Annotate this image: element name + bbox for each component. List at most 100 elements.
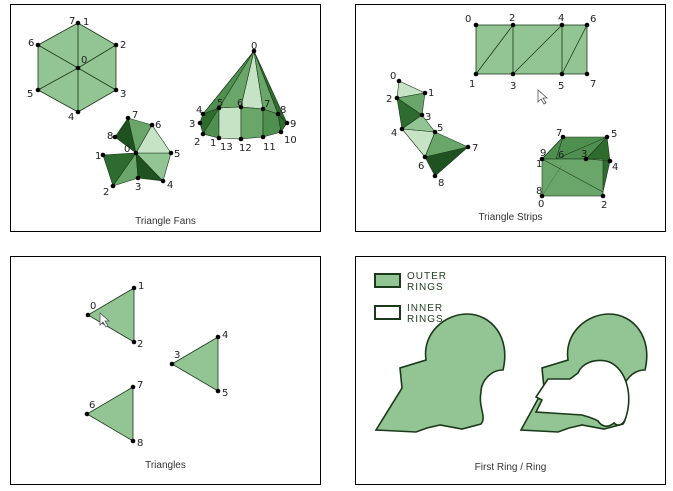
svg-text:2: 2 <box>386 94 392 105</box>
svg-text:7: 7 <box>137 380 143 391</box>
legend-outer-rings: OUTER RINGS <box>374 271 447 293</box>
svg-text:5: 5 <box>174 149 180 160</box>
svg-text:2: 2 <box>601 200 607 211</box>
svg-text:9: 9 <box>290 119 296 130</box>
svg-text:7: 7 <box>132 110 138 121</box>
svg-text:9: 9 <box>540 148 546 159</box>
svg-text:1: 1 <box>138 281 144 292</box>
svg-text:8: 8 <box>137 438 143 449</box>
cone-fan <box>197 48 290 142</box>
ring-with-hole <box>519 313 648 433</box>
svg-text:7: 7 <box>264 99 270 110</box>
svg-text:7: 7 <box>69 16 75 27</box>
svg-text:5: 5 <box>222 388 228 399</box>
svg-text:2: 2 <box>103 187 109 198</box>
svg-text:1: 1 <box>95 151 101 162</box>
svg-text:8: 8 <box>107 131 113 142</box>
caption-triangle-strips: Triangle Strips <box>478 212 543 223</box>
svg-text:0: 0 <box>90 301 96 312</box>
svg-text:7: 7 <box>590 79 596 90</box>
pentagon-fan <box>100 115 174 189</box>
svg-text:4: 4 <box>612 162 618 173</box>
box-strip <box>539 134 613 199</box>
panel-triangle-fans: 0 1 2 3 4 5 6 7 0 1 2 <box>10 4 321 232</box>
svg-text:0: 0 <box>390 71 396 82</box>
svg-text:3: 3 <box>135 182 141 193</box>
mouse-cursor-icon <box>99 312 111 328</box>
svg-text:3: 3 <box>581 149 587 160</box>
svg-text:12: 12 <box>239 143 252 154</box>
svg-text:1: 1 <box>469 79 475 90</box>
triangle-b <box>169 334 221 394</box>
caption-rings: First Ring / Ring <box>474 462 547 473</box>
panel-triangles: 0 1 2 3 4 5 6 7 8 Triangles <box>10 256 321 485</box>
svg-text:5: 5 <box>27 89 33 100</box>
svg-text:OUTER: OUTER <box>407 271 447 282</box>
svg-text:INNER: INNER <box>407 303 443 314</box>
svg-text:4: 4 <box>391 128 397 139</box>
svg-text:3: 3 <box>189 119 195 130</box>
svg-text:0: 0 <box>81 55 87 66</box>
svg-text:7: 7 <box>472 143 478 154</box>
triangle-strips-diagram: 0 1 2 3 4 5 6 7 <box>386 13 618 211</box>
svg-text:2: 2 <box>120 40 126 51</box>
cone-labels: 0 1 2 3 4 5 6 7 8 9 10 11 12 13 <box>189 41 297 154</box>
svg-text:3: 3 <box>510 81 516 92</box>
hexagon-labels: 0 1 2 3 4 5 6 7 <box>27 16 126 123</box>
rect-strip <box>473 22 590 77</box>
caption-triangle-fans: Triangle Fans <box>135 216 196 227</box>
triangle-fans-diagram: 0 1 2 3 4 5 6 7 0 1 2 <box>27 16 297 198</box>
svg-text:5: 5 <box>217 98 223 109</box>
svg-text:RINGS: RINGS <box>407 282 444 293</box>
svg-text:2: 2 <box>194 137 200 148</box>
hexagon-fan <box>35 20 119 115</box>
legend-inner-rings: INNER RINGS <box>374 303 444 325</box>
svg-text:1: 1 <box>210 138 216 149</box>
svg-text:0: 0 <box>465 14 471 25</box>
pentagon-labels: 0 1 2 3 4 5 6 7 8 <box>95 110 180 198</box>
svg-text:10: 10 <box>284 135 297 146</box>
svg-text:6: 6 <box>155 120 161 131</box>
panel-triangle-strips: 0 1 2 3 4 5 6 7 <box>355 4 666 232</box>
svg-text:RINGS: RINGS <box>407 314 444 325</box>
rect-strip-labels: 0 1 2 3 4 5 6 7 <box>465 13 596 92</box>
svg-text:6: 6 <box>28 38 34 49</box>
svg-text:4: 4 <box>68 112 74 123</box>
svg-text:3: 3 <box>425 112 431 123</box>
svg-text:13: 13 <box>220 142 233 153</box>
svg-text:4: 4 <box>222 330 228 341</box>
svg-text:8: 8 <box>536 186 542 197</box>
triangle-c <box>84 384 136 444</box>
svg-text:1: 1 <box>428 88 434 99</box>
svg-text:0: 0 <box>538 199 544 210</box>
svg-text:1: 1 <box>83 17 89 28</box>
svg-text:3: 3 <box>174 350 180 361</box>
svg-text:8: 8 <box>280 105 286 116</box>
svg-text:3: 3 <box>120 89 126 100</box>
triangles-diagram: 0 1 2 3 4 5 6 7 8 <box>84 281 228 449</box>
svg-text:5: 5 <box>558 81 564 92</box>
first-ring-shape <box>374 313 506 433</box>
svg-text:4: 4 <box>196 105 202 116</box>
zigzag-strip <box>394 78 471 179</box>
svg-text:0: 0 <box>251 41 257 52</box>
mouse-cursor-icon <box>537 89 549 105</box>
svg-text:2: 2 <box>137 339 143 350</box>
caption-triangles: Triangles <box>145 460 186 471</box>
svg-text:6: 6 <box>418 161 424 172</box>
svg-text:1: 1 <box>536 159 542 170</box>
svg-text:6: 6 <box>89 400 95 411</box>
panel-rings: OUTER RINGS INNER RINGS First Ring / Rin… <box>355 256 666 485</box>
rings-diagram: OUTER RINGS INNER RINGS <box>374 271 648 433</box>
svg-text:0: 0 <box>124 144 130 155</box>
svg-text:6: 6 <box>558 150 564 161</box>
svg-text:6: 6 <box>590 14 596 25</box>
triangles-labels: 0 1 2 3 4 5 6 7 8 <box>89 281 228 449</box>
svg-text:4: 4 <box>167 180 173 191</box>
svg-text:4: 4 <box>558 13 564 24</box>
box-strip-labels: 0 1 2 3 4 5 6 7 8 9 <box>536 128 618 211</box>
svg-text:6: 6 <box>237 98 243 109</box>
svg-text:8: 8 <box>438 178 444 189</box>
svg-text:5: 5 <box>437 123 443 134</box>
triangle-a <box>85 285 137 345</box>
